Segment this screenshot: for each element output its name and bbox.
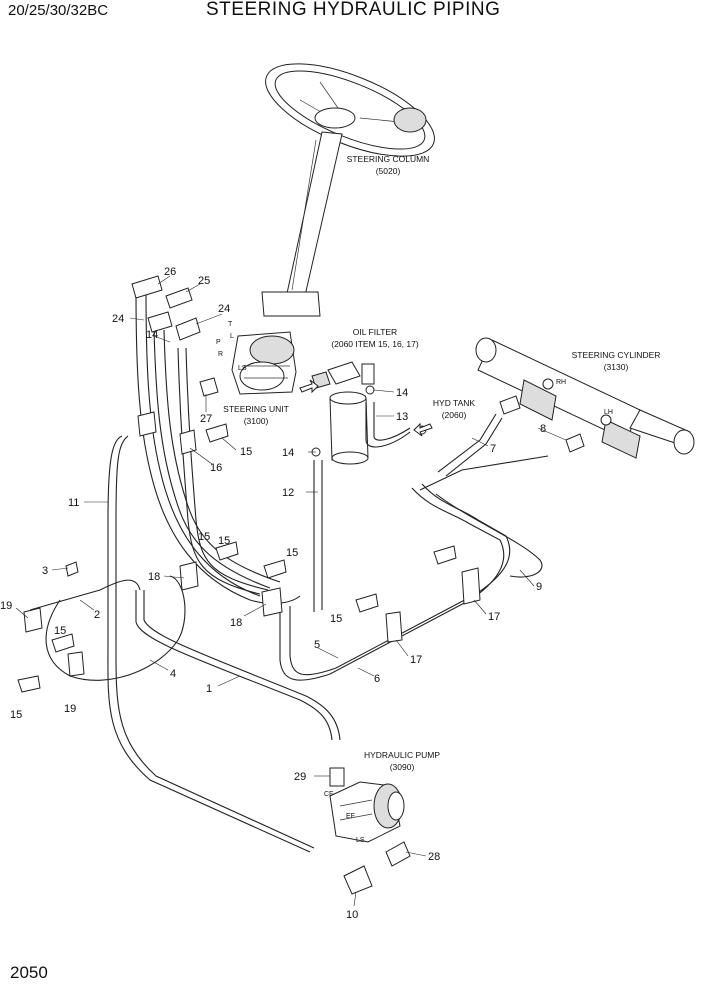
callout: 6 (374, 673, 380, 685)
callout: 19 (64, 703, 76, 715)
callout: 17 (488, 611, 500, 623)
callout: 19 (0, 600, 12, 612)
callout: 18 (148, 571, 160, 583)
port-rh: RH (556, 379, 566, 386)
callout: 14 (146, 329, 158, 341)
port-cf: CF (324, 791, 333, 798)
hyd-tank-code: (2060) (442, 410, 467, 420)
callout: 15 (198, 531, 210, 543)
callout: 25 (198, 275, 210, 287)
component-labels: STEERING COLUMN (5020) OIL FILTER (2060 … (223, 154, 660, 772)
steering-cylinder-name: STEERING CYLINDER (572, 350, 661, 360)
hydraulic-pump-code: (3090) (390, 762, 415, 772)
callout: 15 (240, 446, 252, 458)
port-labels: T P L R LS RH LH CF EF LS (216, 321, 613, 844)
callout: 18 (230, 617, 242, 629)
callout: 13 (396, 411, 408, 423)
callout: 11 (68, 497, 79, 509)
hydraulic-pump-name: HYDRAULIC PUMP (364, 750, 440, 760)
hyd-tank-name: HYD TANK (433, 398, 476, 408)
callout: 12 (282, 487, 294, 499)
callout: 27 (200, 413, 212, 425)
callout: 16 (210, 462, 222, 474)
callout: 2 (94, 609, 100, 621)
steering-column (261, 131, 343, 317)
port-p: P (216, 339, 221, 346)
page-number: 2050 (10, 963, 48, 982)
callout: 15 (218, 535, 230, 547)
arrow-icon (413, 422, 433, 437)
callouts: 26 25 24 24 14 27 16 15 14 13 14 12 7 8 … (0, 266, 546, 921)
callout: 15 (286, 547, 298, 559)
callout: 15 (10, 709, 22, 721)
callout: 7 (490, 443, 496, 455)
port-ls-pump: LS (356, 837, 365, 844)
callout: 15 (54, 625, 66, 637)
callout: 14 (396, 387, 408, 399)
callout: 29 (294, 771, 306, 783)
flow-arrows (299, 379, 433, 437)
steering-cylinder-code: (3130) (604, 362, 629, 372)
callout: 9 (536, 581, 542, 593)
hydraulic-pump (329, 781, 405, 843)
callout: 24 (112, 313, 124, 325)
callout: 1 (206, 683, 212, 695)
oil-filter-code: (2060 ITEM 15, 16, 17) (331, 339, 419, 349)
steering-unit-code: (3100) (244, 416, 269, 426)
steering-cylinder (475, 337, 695, 459)
page-title: STEERING HYDRAULIC PIPING (206, 0, 501, 20)
callout: 10 (346, 909, 358, 921)
callout: 8 (540, 423, 546, 435)
pipes (29, 289, 549, 853)
arrow-icon (299, 379, 319, 394)
port-r: R (218, 351, 223, 358)
model-title: 20/25/30/32BC (8, 2, 109, 19)
port-l: L (230, 333, 234, 340)
callout: 4 (170, 668, 176, 680)
steering-column-code: (5020) (376, 166, 401, 176)
oil-filter (311, 361, 375, 465)
port-lh: LH (604, 409, 613, 416)
steering-column-name: STEERING COLUMN (347, 154, 430, 164)
oil-filter-name: OIL FILTER (353, 327, 397, 337)
leader-lines (15, 275, 567, 907)
port-ef: EF (346, 813, 355, 820)
callout: 15 (330, 613, 342, 625)
callout: 26 (164, 266, 176, 278)
steering-unit-name: STEERING UNIT (223, 404, 289, 414)
callout: 24 (218, 303, 230, 315)
callout: 3 (42, 565, 48, 577)
port-ls: LS (238, 365, 247, 372)
clamps (23, 411, 481, 677)
callout: 28 (428, 851, 440, 863)
callout: 14 (282, 447, 294, 459)
steering-unit (231, 331, 297, 395)
callout: 17 (410, 654, 422, 666)
callout: 5 (314, 639, 320, 651)
port-t: T (228, 321, 233, 328)
steering-wheel (265, 63, 435, 157)
